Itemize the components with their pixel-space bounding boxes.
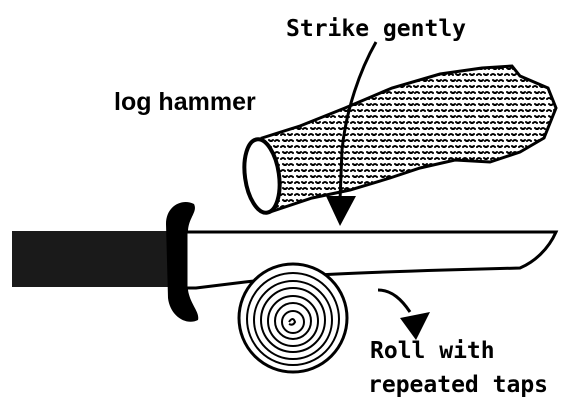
roll-label-line1: Roll with <box>370 338 495 364</box>
knife-handle <box>12 231 172 287</box>
log-round <box>239 264 347 372</box>
log-hammer-label: log hammer <box>114 88 256 116</box>
roll-label-line2: repeated taps <box>368 372 548 398</box>
roll-arrow <box>378 290 430 340</box>
log-hammer <box>240 66 556 215</box>
strike-label: Strike gently <box>286 16 466 42</box>
knife-blade <box>186 232 556 288</box>
log-hammer-body <box>262 66 556 212</box>
